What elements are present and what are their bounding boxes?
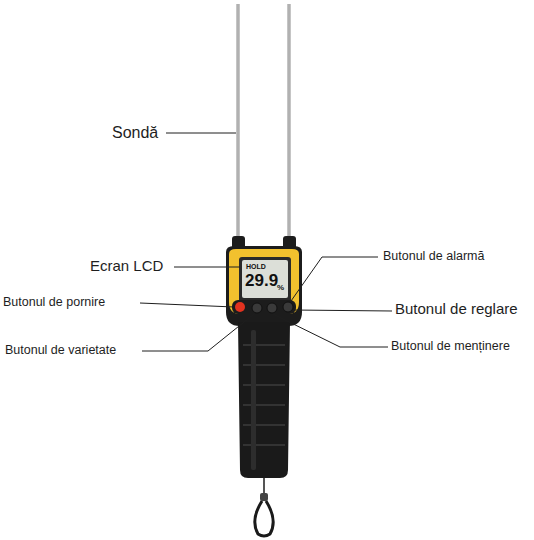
lcd-unit: % — [277, 284, 284, 293]
part-label: Butonul de pornire — [3, 296, 105, 310]
part-label: Butonul de reglare — [395, 301, 518, 318]
part-label: Butonul de menținere — [391, 340, 510, 354]
part-label: Butonul de alarmă — [383, 250, 484, 264]
lcd-text: HOLD — [246, 263, 266, 271]
part-label: Butonul de varietate — [5, 344, 116, 358]
part-label: Sondă — [112, 124, 158, 142]
lcd-reading: 29.9 — [245, 272, 278, 291]
part-label: Ecran LCD — [90, 258, 163, 275]
